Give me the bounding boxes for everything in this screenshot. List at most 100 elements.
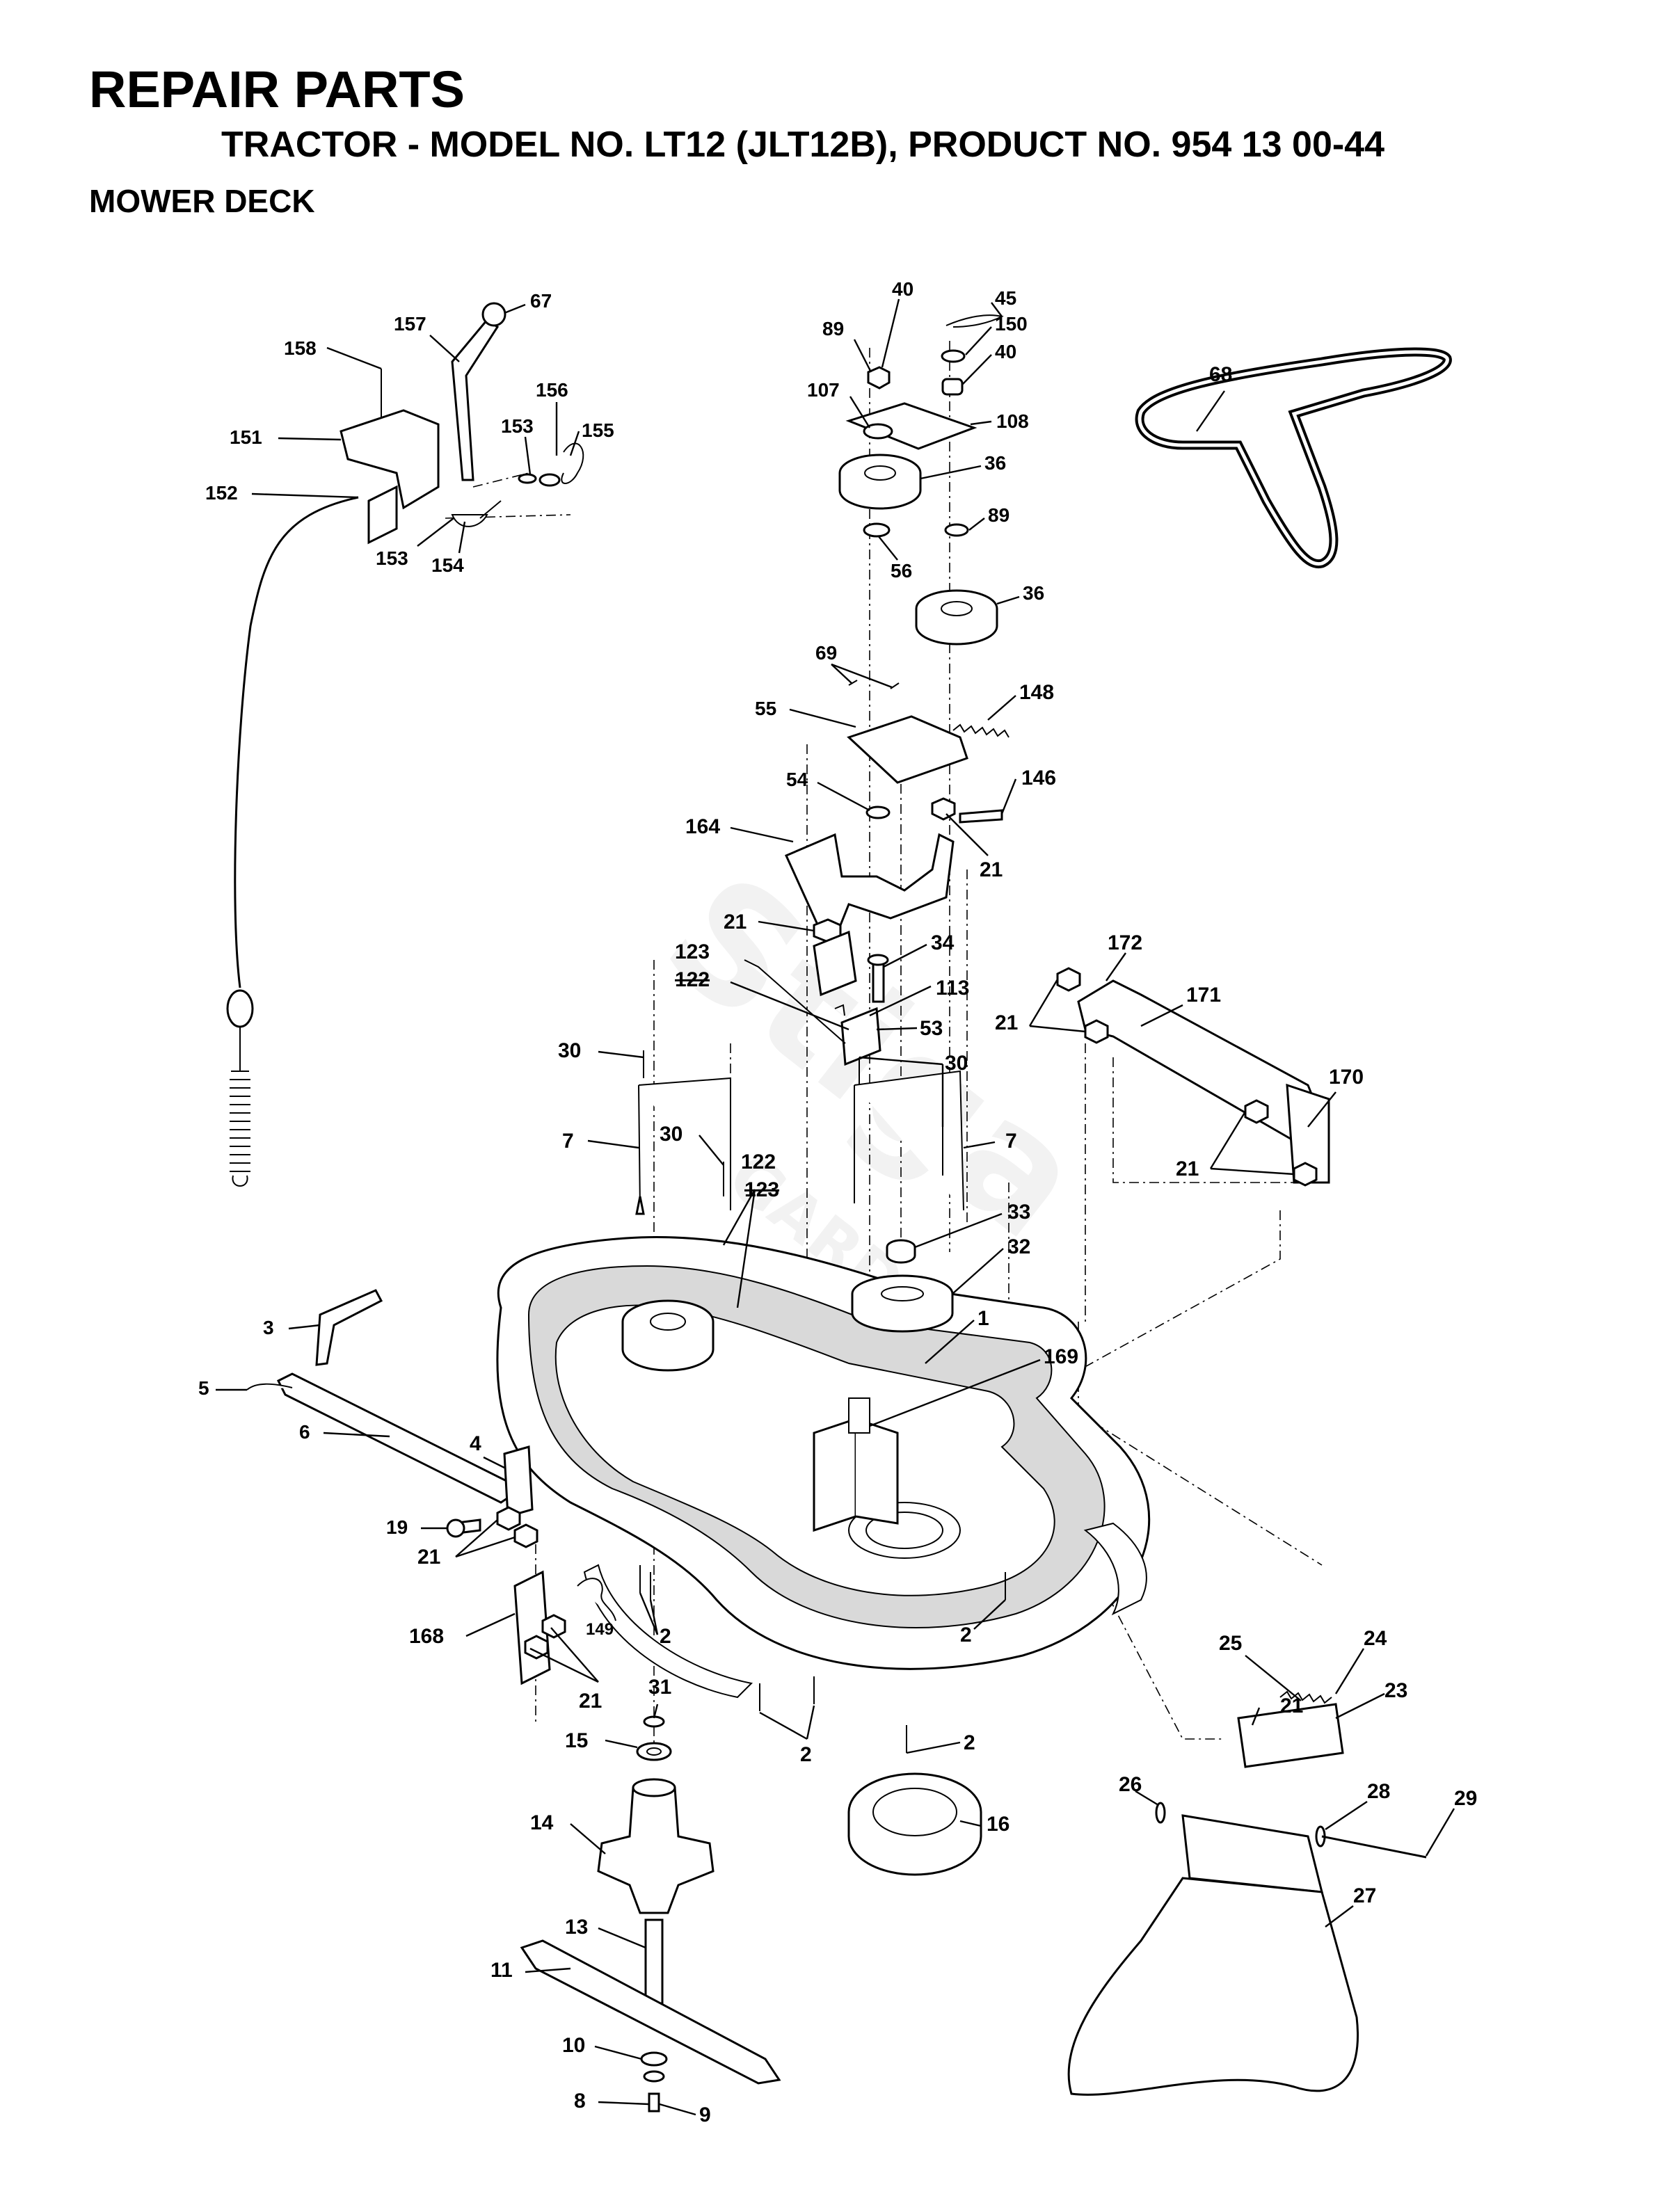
spindle-assembly (520, 1715, 781, 2113)
callout-107: 107 (807, 379, 840, 401)
page-title: REPAIR PARTS (89, 61, 465, 118)
leader-lines (216, 298, 1455, 2116)
callout-27: 27 (1353, 1884, 1376, 1907)
idler-stack (838, 314, 1004, 646)
callout-29: 29 (1454, 1787, 1477, 1810)
callout-149: 149 (586, 1620, 614, 1639)
front-linkage (246, 1289, 538, 1548)
callout-169: 169 (1044, 1345, 1078, 1368)
callout-150: 150 (995, 313, 1028, 335)
callout-45: 45 (995, 287, 1016, 309)
page-subtitle: TRACTOR - MODEL NO. LT12 (JLT12B), PRODU… (221, 125, 1385, 165)
pulley-32 (851, 1274, 954, 1333)
callout-170: 170 (1329, 1066, 1364, 1089)
callout-21-g: 21 (1280, 1694, 1303, 1717)
idler-arm-55 (847, 680, 968, 784)
callout-36-b: 36 (1023, 582, 1044, 604)
callout-122-a: 122 (675, 968, 710, 991)
rod-7-right (854, 1057, 964, 1211)
section-heading: MOWER DECK (89, 183, 315, 219)
nut-33 (886, 1239, 916, 1264)
spring-148 (952, 723, 1009, 738)
callout-108: 108 (996, 410, 1029, 432)
deck-center-bracket (813, 1397, 899, 1532)
callout-89-a: 89 (822, 318, 844, 339)
callout-157: 157 (394, 313, 426, 335)
callout-164: 164 (685, 815, 720, 838)
callout-2-d: 2 (960, 1624, 972, 1646)
callout-156: 156 (536, 379, 568, 401)
callout-26: 26 (1119, 1773, 1142, 1796)
callout-21-c: 21 (995, 1011, 1018, 1034)
callout-67: 67 (530, 290, 552, 312)
callout-labels: 158 157 67 151 152 153 156 155 153 154 4… (198, 278, 1477, 2126)
callout-7-b: 7 (1005, 1130, 1017, 1153)
lift-lever-assembly (340, 302, 584, 545)
callout-168: 168 (409, 1625, 444, 1648)
callout-123-b: 123 (744, 1178, 779, 1201)
callout-15: 15 (565, 1729, 588, 1752)
callout-8: 8 (574, 2090, 586, 2113)
callout-153-b: 153 (376, 547, 408, 569)
bolt-34-bracket-53 (744, 954, 889, 1066)
callout-31: 31 (648, 1676, 671, 1699)
callout-151: 151 (230, 426, 262, 448)
callout-16: 16 (987, 1813, 1009, 1836)
callout-54: 54 (786, 769, 808, 790)
callout-32: 32 (1007, 1235, 1030, 1258)
callout-21-b: 21 (724, 911, 747, 933)
callout-14: 14 (530, 1811, 554, 1834)
callout-172: 172 (1108, 931, 1142, 954)
callout-21-d: 21 (1176, 1157, 1199, 1180)
callout-171: 171 (1186, 984, 1221, 1007)
callout-21-e: 21 (417, 1546, 440, 1569)
callout-34: 34 (931, 931, 955, 954)
callout-30-c: 30 (945, 1052, 968, 1075)
callout-2-c: 2 (964, 1731, 975, 1754)
callout-56: 56 (891, 560, 912, 582)
callout-24: 24 (1364, 1627, 1387, 1650)
callout-13: 13 (565, 1916, 588, 1939)
callout-53: 53 (920, 1017, 943, 1040)
callout-123-a: 123 (675, 940, 710, 963)
callout-113: 113 (936, 977, 969, 1000)
callout-146: 146 (1021, 767, 1056, 790)
lift-arm-171 (1056, 967, 1330, 1187)
callout-7-a: 7 (562, 1130, 574, 1153)
callout-89-b: 89 (988, 504, 1009, 526)
callout-155: 155 (582, 419, 614, 441)
callout-152: 152 (205, 482, 238, 504)
callout-69: 69 (815, 642, 837, 664)
hardware-54-146 (865, 797, 1003, 824)
callout-33: 33 (1007, 1201, 1030, 1224)
callout-10: 10 (562, 2034, 585, 2057)
callout-154: 154 (431, 554, 464, 576)
drive-belt-68 (1135, 347, 1452, 569)
callout-40-a: 40 (892, 278, 913, 300)
callout-23: 23 (1384, 1679, 1407, 1702)
callout-28: 28 (1367, 1780, 1390, 1803)
callout-4: 4 (470, 1432, 481, 1455)
bolts-2 (759, 1572, 1006, 1753)
baffle-ring-16 (847, 1772, 982, 1876)
rear-bracket-168 (513, 1565, 651, 1685)
callout-2-a: 2 (660, 1625, 671, 1648)
callout-148: 148 (1019, 681, 1054, 704)
callout-55: 55 (755, 698, 776, 719)
callout-158: 158 (284, 337, 317, 359)
callout-2-b: 2 (800, 1743, 812, 1766)
callout-6: 6 (299, 1421, 310, 1443)
callout-3: 3 (263, 1317, 274, 1338)
callout-68: 68 (1209, 363, 1232, 386)
callout-9: 9 (699, 2103, 711, 2126)
callout-30-a: 30 (558, 1039, 581, 1062)
callout-122-b: 122 (741, 1151, 776, 1173)
callout-153-a: 153 (501, 415, 534, 437)
grass-bag-assembly (1067, 1690, 1427, 2096)
callout-11: 11 (490, 1959, 513, 1982)
callout-5: 5 (198, 1377, 209, 1399)
callout-1: 1 (977, 1307, 989, 1330)
callout-19: 19 (386, 1516, 408, 1538)
callout-21-a: 21 (980, 858, 1003, 881)
